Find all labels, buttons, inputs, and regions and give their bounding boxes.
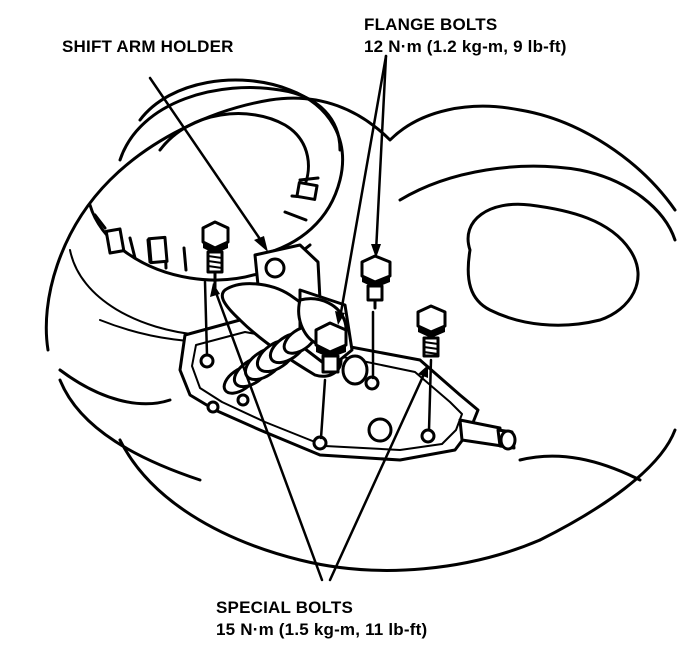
- shift-rod: [458, 418, 517, 451]
- flange-bolts-torque: 12 N·m (1.2 kg-m, 9 lb-ft): [364, 37, 567, 56]
- special-bolts-torque: 15 N·m (1.5 kg-m, 11 lb-ft): [216, 620, 428, 639]
- housing-opening: [466, 202, 640, 327]
- flange-bolts-label: FLANGE BOLTS 12 N·m (1.2 kg-m, 9 lb-ft): [364, 14, 567, 58]
- flange-bolt-center: [314, 321, 348, 440]
- special-bolts-title: SPECIAL BOLTS: [216, 598, 354, 617]
- special-bolt-right: [416, 304, 447, 432]
- spring-coils: [222, 325, 318, 395]
- shift-arm-holder-title: SHIFT ARM HOLDER: [62, 37, 234, 56]
- special-bolts-label: SPECIAL BOLTS 15 N·m (1.5 kg-m, 11 lb-ft…: [216, 597, 427, 641]
- special-bolt-left: [201, 220, 230, 357]
- clutch-housing: [69, 78, 345, 343]
- shift-arm-holder-label: SHIFT ARM HOLDER: [62, 36, 234, 58]
- flange-bolt-upper: [360, 254, 392, 380]
- leader-lines: [148, 54, 428, 582]
- flange-bolts-title: FLANGE BOLTS: [364, 15, 498, 34]
- transmission-housing: [44, 86, 677, 572]
